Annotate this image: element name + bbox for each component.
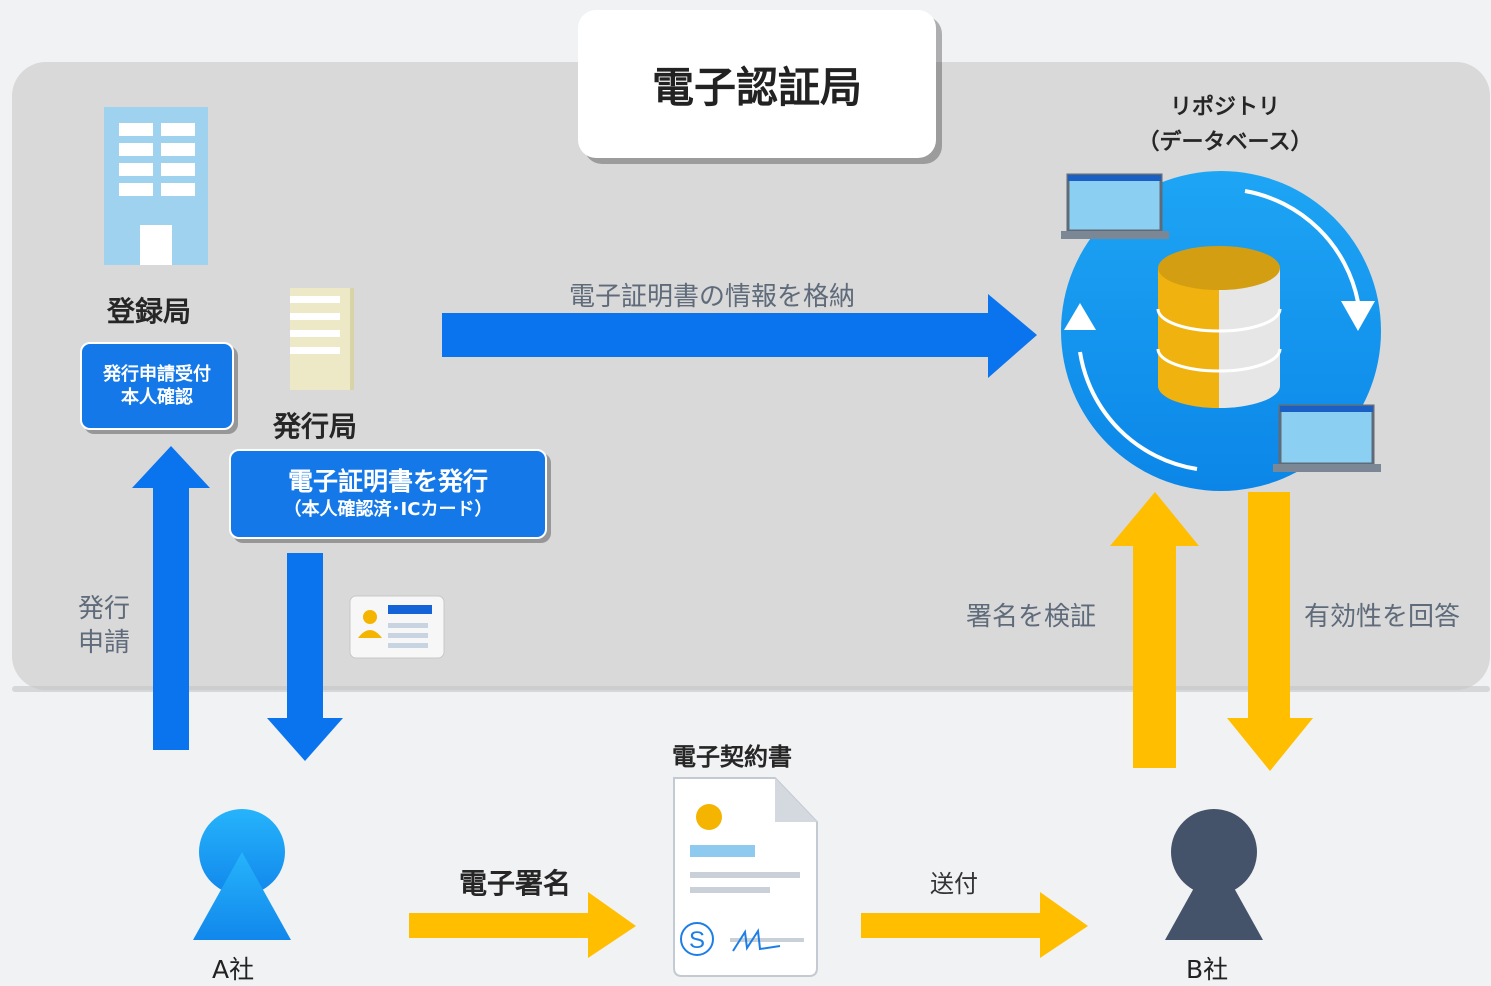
verify-arrow <box>1110 492 1199 768</box>
sign-arrow <box>409 892 636 958</box>
party-b-label: B社 <box>1186 955 1229 984</box>
issuing-box-line2: （本人確認済･ICカード） <box>283 499 493 520</box>
registration-office-box: 発行申請受付 本人確認 <box>80 342 234 430</box>
contract-document-icon: S <box>673 777 818 977</box>
verify-flow-label: 署名を検証 <box>966 602 1097 632</box>
sign-flow-label: 電子署名 <box>459 867 572 900</box>
person-a-icon <box>193 809 291 940</box>
apply-arrow <box>132 446 210 750</box>
store-arrow <box>442 294 1037 378</box>
send-arrow <box>861 892 1088 958</box>
ic-card-icon <box>349 595 445 659</box>
store-flow-label: 電子証明書の情報を格納 <box>569 282 856 312</box>
issuing-office-label: 発行局 <box>273 410 358 443</box>
issuing-office-box: 電子証明書を発行 （本人確認済･ICカード） <box>229 449 547 539</box>
apply-flow-label-line1: 発行 <box>78 594 131 624</box>
issue-arrow <box>267 553 343 761</box>
laptop-icon-top <box>1061 173 1169 239</box>
certificate-authority-title: 電子認証局 <box>578 10 936 158</box>
apply-flow-label-line2: 申請 <box>78 628 131 658</box>
seal-letter: S <box>689 927 705 954</box>
issuing-office-document-icon <box>290 288 354 390</box>
repository-label-line1: リポジトリ <box>1169 95 1280 120</box>
send-flow-label: 送付 <box>930 870 978 898</box>
registration-box-line2: 本人確認 <box>121 387 193 408</box>
registration-box-line1: 発行申請受付 <box>103 364 211 385</box>
building-icon <box>104 107 208 265</box>
person-b-icon <box>1165 809 1263 940</box>
registration-office-label: 登録局 <box>107 295 192 328</box>
laptop-icon-bottom <box>1273 404 1381 472</box>
party-a-label: A社 <box>212 955 255 984</box>
answer-flow-label: 有効性を回答 <box>1304 602 1461 632</box>
answer-arrow <box>1227 492 1313 771</box>
title-text: 電子認証局 <box>651 62 862 112</box>
repository-label-line2: （データベース） <box>1137 130 1313 155</box>
database-icon <box>1156 246 1282 408</box>
contract-document-label: 電子契約書 <box>672 743 792 771</box>
issuing-box-line1: 電子証明書を発行 <box>287 467 488 496</box>
